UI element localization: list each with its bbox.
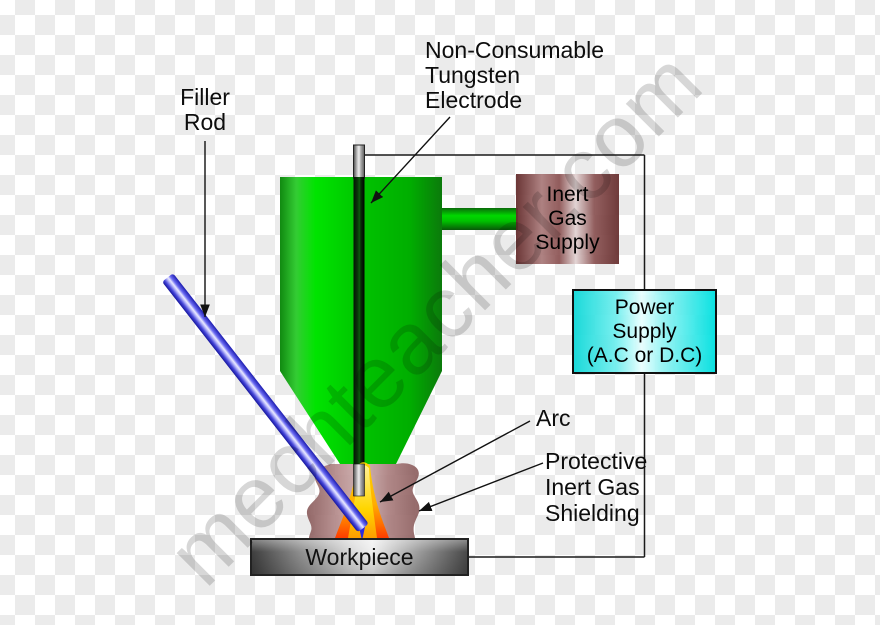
workpiece-label: Workpiece <box>305 544 414 570</box>
arrow-arc <box>379 420 531 503</box>
inert-gas-supply-box: Inert Gas Supply <box>516 174 619 264</box>
power-supply-label: Power Supply (A.C or D.C) <box>586 295 703 367</box>
circuit-wire <box>364 154 646 558</box>
arrow-electrode <box>370 116 451 204</box>
inert-gas-supply-label: Inert Gas Supply <box>535 183 600 254</box>
arrow-shielding <box>418 462 544 512</box>
tungsten-electrode-top <box>353 144 365 179</box>
filler-rod <box>163 274 368 532</box>
tungsten-electrode-tip <box>353 463 365 497</box>
workpiece-box: Workpiece <box>250 538 469 576</box>
gas-tube <box>442 208 518 230</box>
shielding-label: Protective Inert Gas Shielding <box>545 448 648 526</box>
tungsten-electrode-shaft <box>353 177 365 465</box>
power-supply-box: Power Supply (A.C or D.C) <box>572 289 717 374</box>
arc-label: Arc <box>536 405 571 431</box>
electrode-label: Non-Consumable Tungsten Electrode <box>425 37 604 113</box>
filler-rod-label: Filler Rod <box>180 84 230 135</box>
